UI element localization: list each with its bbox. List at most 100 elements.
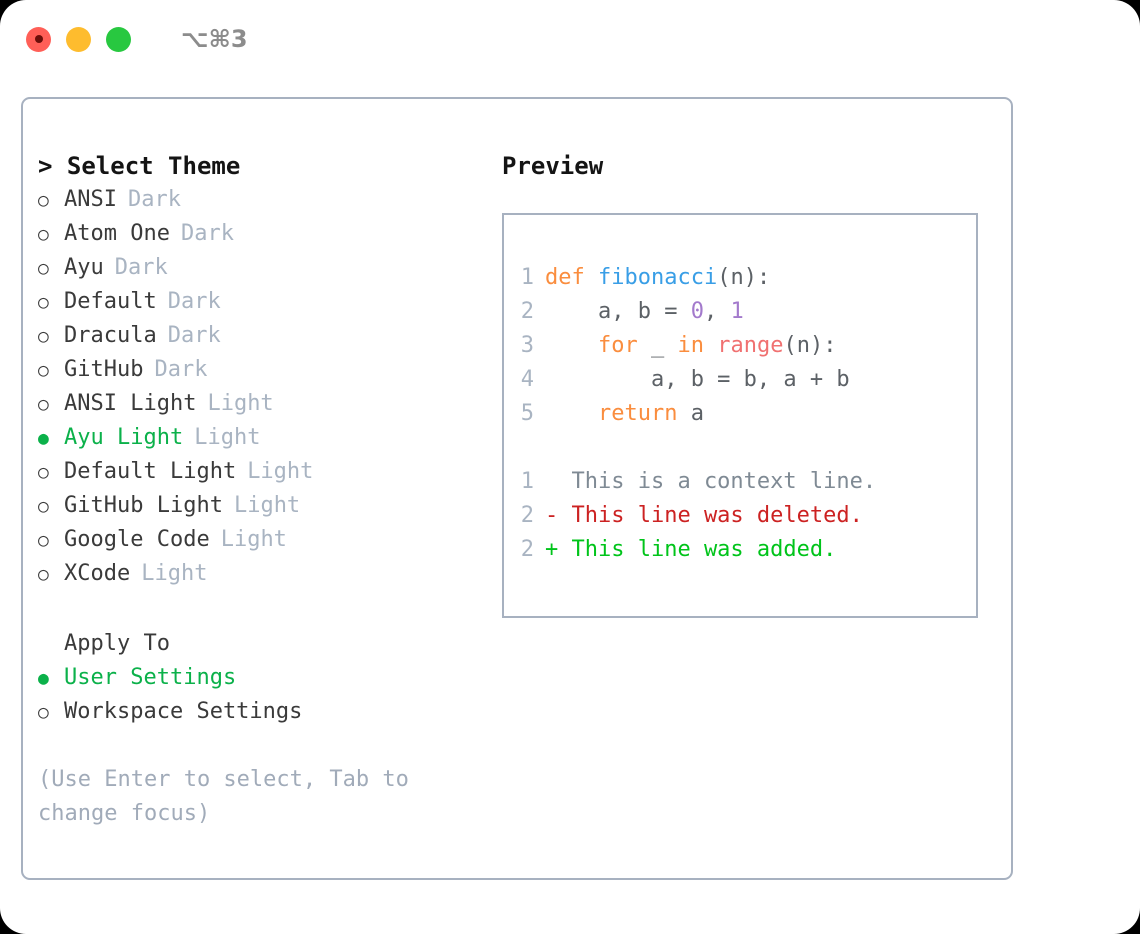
code-line: 4 a, b = b, a + b [520,363,968,397]
theme-option-label: XCode [64,561,131,586]
theme-variant-badge: Dark [180,221,234,246]
theme-variant-badge: Dark [154,357,208,382]
code-token-fn: fibonacci [597,265,718,290]
radio-unselected-icon: ○ [38,496,49,517]
theme-option-ayu-light[interactable]: ● Ayu Light Light [38,421,478,455]
radio-unselected-icon: ○ [38,394,49,415]
apply-to-option-user-settings[interactable]: ● User Settings [38,661,478,695]
theme-variant-badge: Dark [127,187,181,212]
code-token-kw: for [597,333,638,358]
radio-unselected-icon: ○ [38,530,49,551]
theme-option-label: Default [64,289,157,314]
code-line-number: 1 [520,265,534,290]
theme-variant-badge: Dark [114,255,168,280]
diff-line-number: 1 [520,469,534,494]
code-line: 1 def fibonacci(n): [520,261,968,295]
theme-option-label: Dracula [64,323,157,348]
code-token-num: 0 [690,299,704,324]
theme-variant-badge: Light [247,459,314,484]
theme-variant-badge: Light [194,425,261,450]
theme-variant-badge: Dark [167,323,221,348]
theme-option-label: ANSI [64,187,117,212]
code-line: 2 a, b = 0, 1 [520,295,968,329]
minimize-window-button[interactable] [66,26,91,52]
diff-line-text: + This line was added. [545,537,837,562]
theme-option-github[interactable]: ○ GitHub Dark [38,353,478,387]
theme-option-label: Ayu [64,255,104,280]
theme-variant-badge: Light [141,561,208,586]
apply-to-option-label: User Settings [64,665,237,690]
select-theme-heading: > Select Theme [38,152,241,180]
code-token-plain: (n): [717,265,771,290]
theme-option-default-light[interactable]: ○ Default Light Light [38,455,478,489]
code-token-plain: (n): [783,333,837,358]
theme-option-label: ANSI Light [64,391,197,416]
code-token-plain: a [677,401,704,426]
diff-line-ctx: 1 This is a context line. [520,465,968,499]
code-token-num: 1 [730,299,744,324]
theme-variant-badge: Dark [167,289,221,314]
code-line-number: 2 [520,299,534,324]
code-line-number: 5 [520,401,534,426]
apply-to-heading-marker-spacer: ○ [38,628,64,662]
theme-option-atom-one[interactable]: ○ Atom One Dark [38,217,478,251]
theme-option-label: Default Light [64,459,237,484]
theme-option-ansi-light[interactable]: ○ ANSI Light Light [38,387,478,421]
radio-unselected-icon: ○ [38,360,49,381]
code-token-plain [545,401,598,426]
theme-option-label: GitHub [64,357,144,382]
code-line: 5 return a [520,397,968,431]
theme-option-github-light[interactable]: ○ GitHub Light Light [38,489,478,523]
diff-line-number: 2 [520,503,534,528]
radio-selected-icon: ● [38,428,49,449]
close-window-button[interactable] [26,26,51,52]
radio-unselected-icon: ○ [38,326,49,347]
theme-option-xcode[interactable]: ○ XCode Light [38,557,478,591]
radio-unselected-icon: ○ [38,462,49,483]
radio-selected-icon: ● [38,668,49,689]
radio-unselected-icon: ○ [38,564,49,585]
theme-option-dracula[interactable]: ○ Dracula Dark [38,319,478,353]
diff-line-text: This is a context line. [545,469,877,494]
theme-option-label: Ayu Light [64,425,184,450]
code-token-plain: a, b = [545,299,691,324]
theme-variant-badge: Light [207,391,274,416]
maximize-window-button[interactable] [106,26,131,52]
apply-to-option-label: Workspace Settings [64,699,303,724]
code-line: 3 for _ in range(n): [520,329,968,363]
theme-option-label: GitHub Light [64,493,223,518]
theme-option-label: Atom One [64,221,170,246]
diff-line-text: - This line was deleted. [545,503,863,528]
radio-unselected-icon: ○ [38,224,49,245]
window-titlebar: ⌥⌘3 [0,0,1140,78]
theme-option-ansi[interactable]: ○ ANSI Dark [38,183,478,217]
section-spacer [38,591,478,627]
code-token-kw: in [677,333,704,358]
apply-to-option-workspace-settings[interactable]: ○Workspace Settings [38,695,478,729]
theme-variant-badge: Light [233,493,301,518]
theme-option-default[interactable]: ○ Default Dark [38,285,478,319]
code-token-plain [545,333,598,358]
radio-unselected-icon: ○ [38,292,49,313]
radio-unselected-icon: ○ [38,190,49,211]
preview-heading: Preview [502,152,604,180]
diff-sample: 1 This is a context line. 2 - This line wa… [520,465,968,567]
apply-to-heading-row: ○ Apply To [38,627,478,661]
window-title: ⌥⌘3 [181,25,248,53]
code-token-call: range [717,333,784,358]
diff-line-add: 2+ This line was added. [520,533,968,567]
code-token-plain: a, b = b, a + b [545,367,850,392]
diff-spacer [520,431,968,465]
code-token-kw: def [545,265,598,290]
keyboard-hint: (Use Enter to select, Tab to change focu… [38,767,423,826]
apply-to-list[interactable]: ● User Settings ○Workspace Settings [38,661,478,729]
